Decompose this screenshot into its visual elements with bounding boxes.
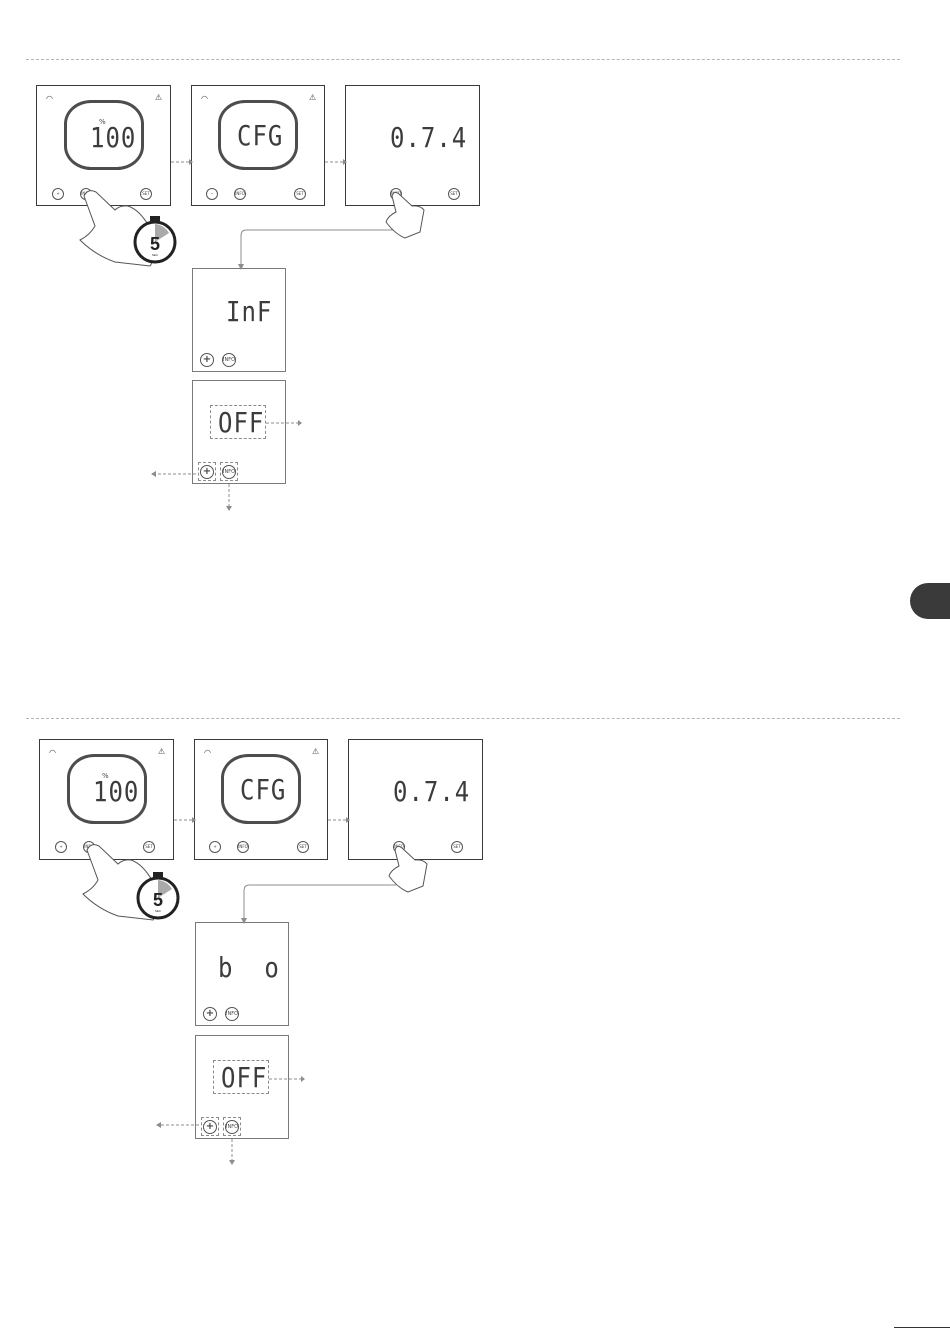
svg-text:5: 5 xyxy=(150,234,160,254)
page-corner-rule xyxy=(894,1327,950,1328)
flow-arrows: 5 SEC xyxy=(0,0,950,640)
hand-icon xyxy=(386,192,424,238)
procedure-section-1: ◠ ⚠ % 100 + INFO SET ◠ ⚠ CFG − INFO SET … xyxy=(0,0,950,640)
flow-arrows: 5 SEC xyxy=(0,654,950,1294)
svg-text:5: 5 xyxy=(153,890,163,910)
svg-text:SEC: SEC xyxy=(155,909,162,913)
svg-text:SEC: SEC xyxy=(152,253,159,257)
chapter-tab xyxy=(910,583,950,619)
procedure-section-2: ◠ ⚠ % 100 + INFO SET ◠ ⚠ CFG + INFO SET … xyxy=(0,654,950,1294)
